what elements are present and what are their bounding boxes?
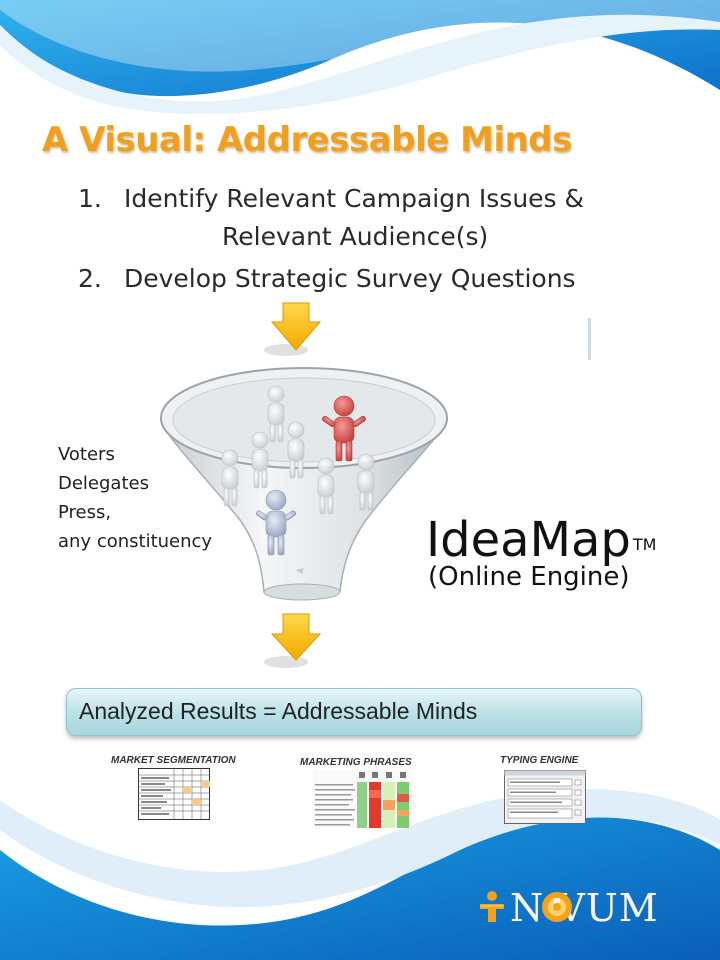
thumbnail-label-market-segmentation: MARKET SEGMENTATION (111, 755, 236, 766)
step-text: Develop Strategic Survey Questions (124, 264, 576, 293)
product-name-text: IdeaMap (426, 512, 631, 568)
logo-text: N VUM (510, 886, 659, 930)
typing-engine-thumbnail (504, 770, 586, 824)
results-banner: Analyzed Results = Addressable Minds (66, 688, 642, 736)
trademark-mark: TM (632, 535, 657, 554)
puzzle-o-icon (542, 892, 572, 922)
novum-logo: N VUM (474, 886, 678, 930)
step-text: Identify Relevant Campaign Issues & (124, 184, 585, 213)
step-number: 2. (78, 264, 102, 293)
results-banner-text: Analyzed Results = Addressable Minds (79, 698, 478, 724)
constituency-item: Press, (58, 502, 112, 523)
step-item-1-continued: Relevant Audience(s) (222, 222, 489, 251)
product-subtitle: (Online Engine) (428, 562, 630, 592)
market-segmentation-thumbnail (138, 768, 210, 820)
info-person-logo-icon (480, 891, 504, 922)
constituency-list: Voters Delegates Press, any constituency (58, 440, 212, 556)
down-arrow-icon (264, 613, 322, 668)
step-item-1: 1. Identify Relevant Campaign Issues & (78, 184, 584, 213)
constituency-item: Voters (58, 444, 115, 465)
step-number: 1. (78, 184, 102, 213)
people-figures-icon (221, 385, 375, 556)
thumbnail-label-typing-engine: TYPING ENGINE (500, 755, 579, 766)
slide-title: A Visual: Addressable Minds (42, 120, 572, 160)
constituency-item: any constituency (58, 531, 213, 552)
step-item-2: 2. Develop Strategic Survey Questions (78, 264, 576, 293)
constituency-item: Delegates (58, 473, 149, 494)
marketing-phrases-thumbnail (313, 770, 411, 828)
down-arrow-icon (264, 302, 322, 356)
thumbnail-label-marketing-phrases: MARKETING PHRASES (300, 757, 412, 768)
